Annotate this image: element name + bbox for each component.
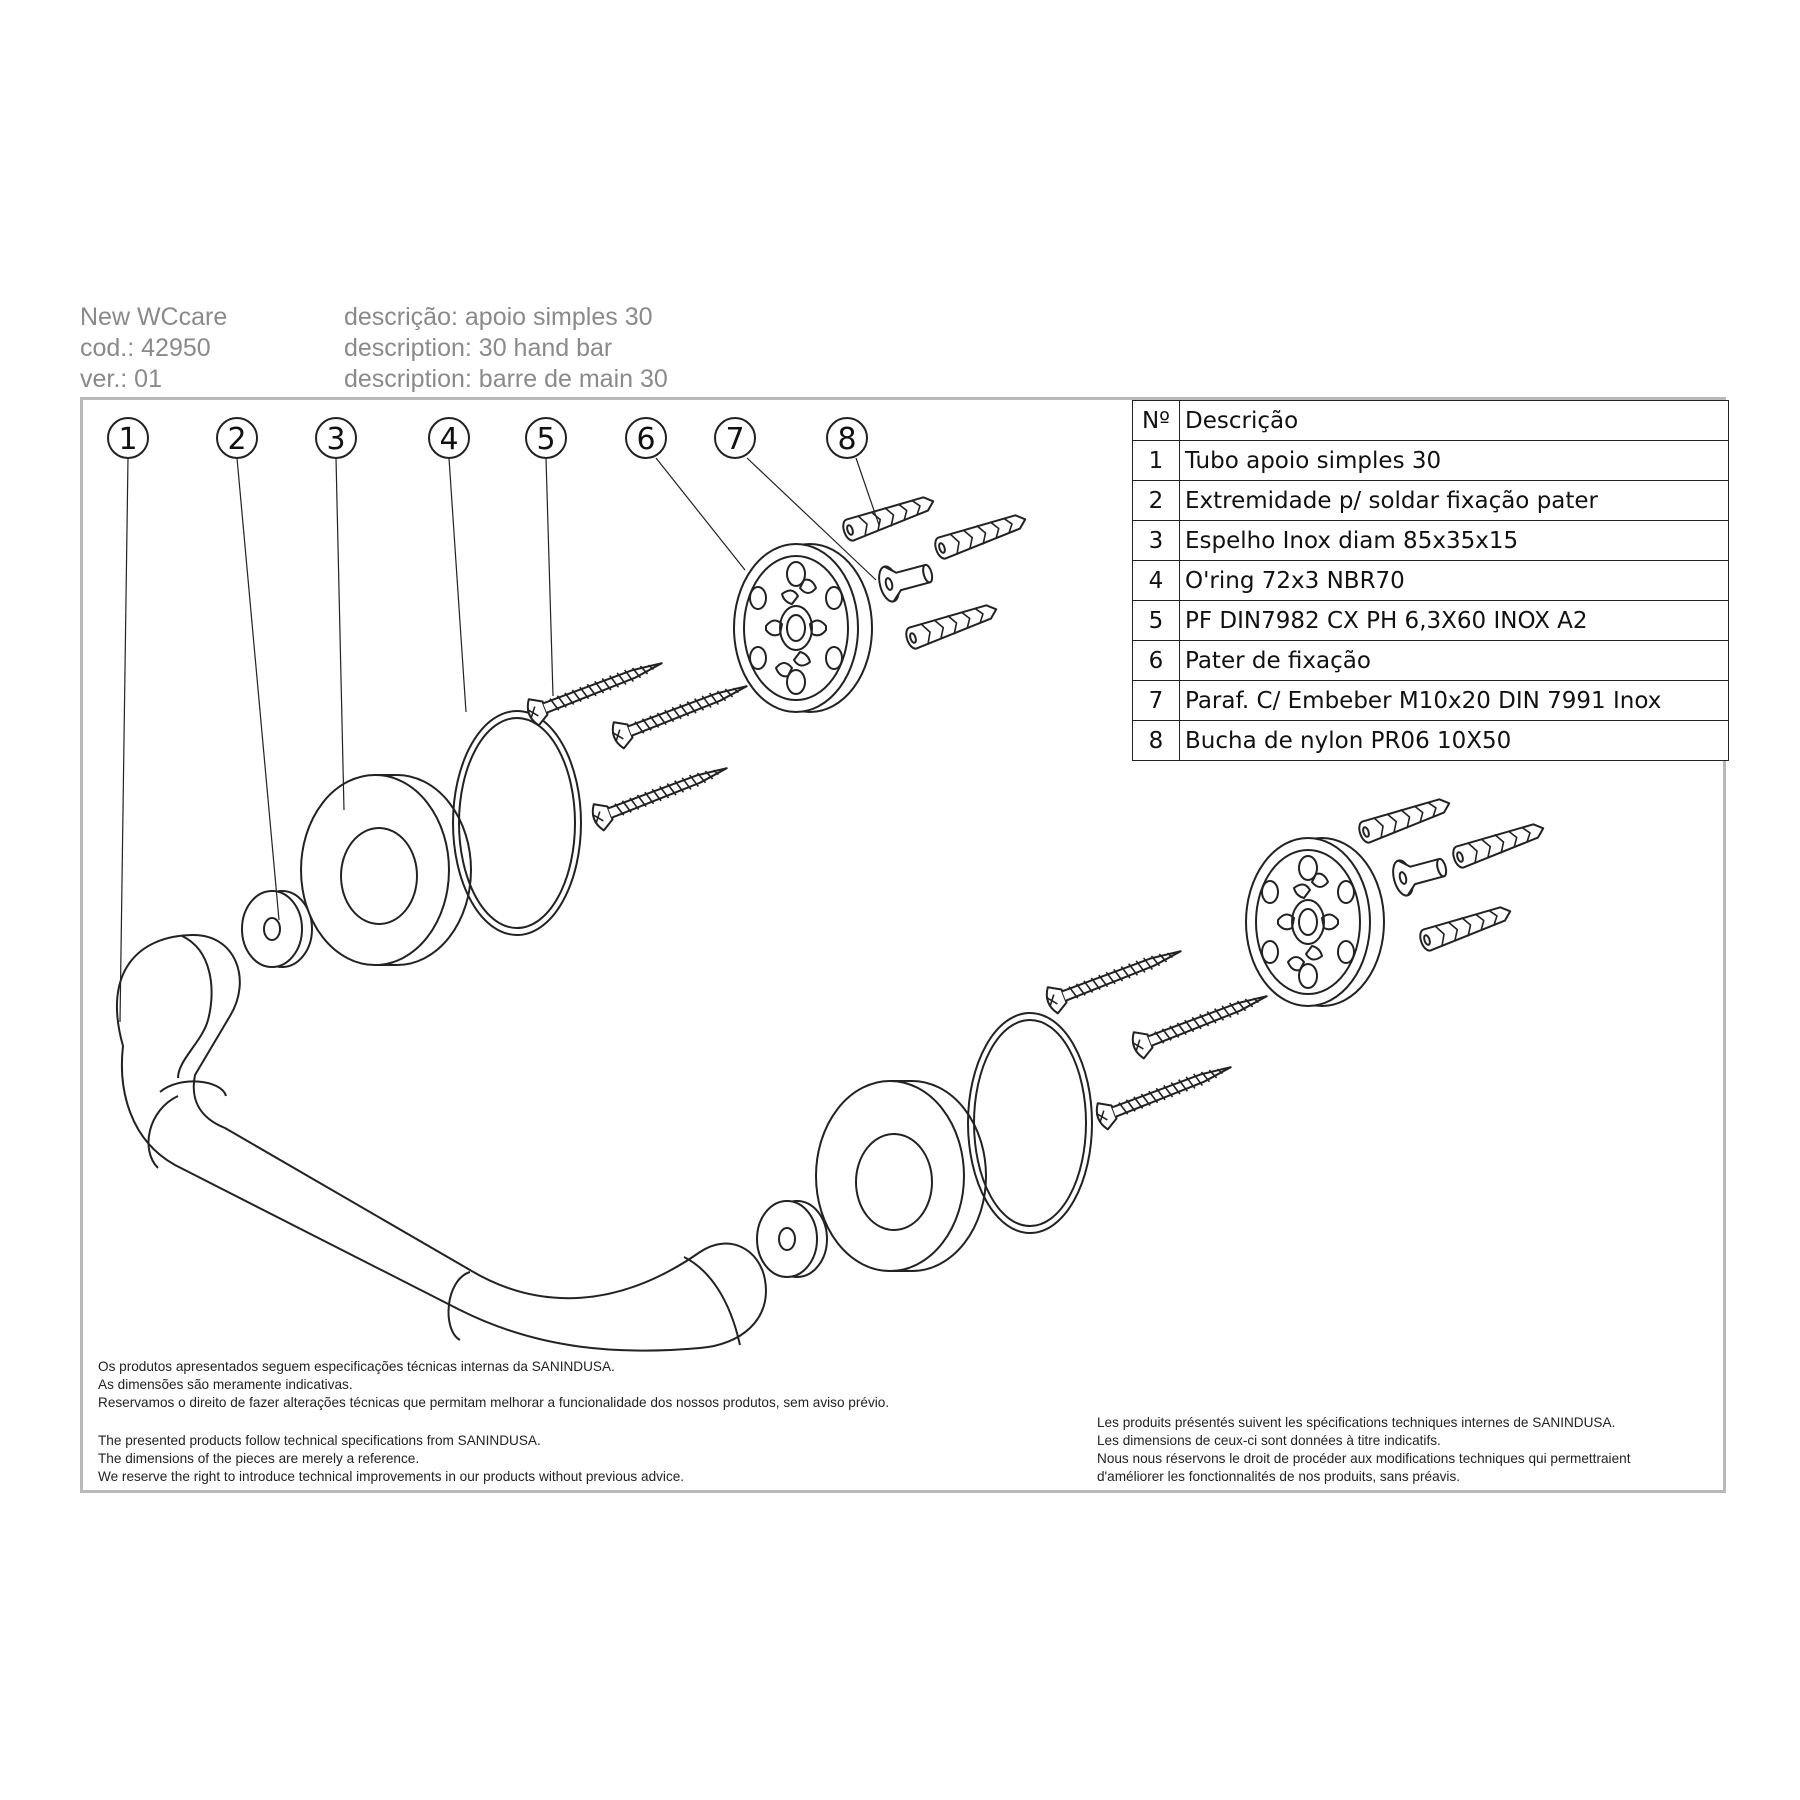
end-cap-lower <box>756 1200 828 1278</box>
callout-8: 8 <box>826 417 868 459</box>
header-right: descrição: apoio simples 30 description:… <box>344 302 668 395</box>
row-no: 2 <box>1132 480 1180 521</box>
description-fr: description: barre de main 30 <box>344 365 668 393</box>
row-desc: Pater de fixação <box>1179 640 1729 681</box>
tube-part-1 <box>115 933 767 1352</box>
svg-text:1: 1 <box>118 422 137 457</box>
disclaimer-line: We reserve the right to introduce techni… <box>98 1469 685 1484</box>
svg-text:6: 6 <box>636 422 655 457</box>
row-desc: Bucha de nylon PR06 10X50 <box>1179 720 1729 761</box>
disclaimer-line: d'améliorer les fonctionnalités de nos p… <box>1097 1469 1461 1484</box>
disclaimer-line: Les dimensions de ceux-ci sont données à… <box>1097 1433 1441 1448</box>
disclaimer-pt: Os produtos apresentados seguem especifi… <box>98 1358 889 1412</box>
callouts: 1 2 3 4 5 6 7 8 <box>107 417 868 459</box>
row-desc: Paraf. C/ Embeber M10x20 DIN 7991 Inox <box>1179 680 1729 721</box>
header-no: Nº <box>1132 400 1180 441</box>
row-no: 7 <box>1132 680 1180 721</box>
svg-text:3: 3 <box>326 422 345 457</box>
screws-part-5 <box>523 649 753 834</box>
row-no: 6 <box>1132 640 1180 681</box>
disclaimer-fr: Les produits présentés suivent les spéci… <box>1097 1414 1630 1486</box>
row-no: 3 <box>1132 520 1180 561</box>
row-desc: Espelho Inox diam 85x35x15 <box>1179 520 1729 561</box>
leader-lines <box>119 457 880 1023</box>
oring-lower <box>967 1012 1093 1234</box>
disclaimer-line: The presented products follow technical … <box>98 1433 541 1448</box>
svg-text:8: 8 <box>837 422 856 457</box>
callout-3: 3 <box>315 417 357 459</box>
disclaimer-line: Nous nous réservons le droit de procéder… <box>1097 1451 1631 1466</box>
product-version: ver.: 01 <box>80 365 162 393</box>
row-no: 1 <box>1132 440 1180 481</box>
header-left: New WCcare cod.: 42950 ver.: 01 <box>80 302 227 395</box>
header-description: Descrição <box>1179 400 1729 441</box>
screws-lower <box>1042 937 1273 1133</box>
callout-2: 2 <box>216 417 258 459</box>
product-name: New WCcare <box>80 303 228 331</box>
row-desc: O'ring 72x3 NBR70 <box>1179 560 1729 601</box>
callout-5: 5 <box>525 417 567 459</box>
callout-4: 4 <box>428 417 470 459</box>
svg-text:2: 2 <box>227 422 246 457</box>
anchors-lower <box>1355 791 1548 954</box>
row-no: 4 <box>1132 560 1180 601</box>
disclaimer-line: Les produits présentés suivent les spéci… <box>1097 1415 1616 1430</box>
row-desc: Extremidade p/ soldar fixação pater <box>1179 480 1729 521</box>
bolt-lower <box>1388 848 1452 899</box>
svg-text:4: 4 <box>439 422 458 457</box>
row-no: 5 <box>1132 600 1180 641</box>
pater-lower <box>1245 837 1385 1007</box>
svg-text:5: 5 <box>536 422 555 457</box>
disclaimer-line: Reservamos o direito de fazer alterações… <box>98 1395 890 1410</box>
row-desc: PF DIN7982 CX PH 6,3X60 INOX A2 <box>1179 600 1729 641</box>
drawing-frame <box>80 397 1726 1493</box>
flange-part-3 <box>300 774 472 966</box>
disclaimer-line: The dimensions of the pieces are merely … <box>98 1451 420 1466</box>
description-en: description: 30 hand bar <box>344 334 613 362</box>
disclaimer-line: Os produtos apresentados seguem especifi… <box>98 1359 615 1374</box>
flange-lower <box>815 1080 987 1272</box>
product-code: cod.: 42950 <box>80 334 211 362</box>
callout-6: 6 <box>625 417 667 459</box>
table-header-row: Nº Descrição <box>1132 400 1729 441</box>
svg-text:7: 7 <box>725 422 744 457</box>
callout-7: 7 <box>714 417 756 459</box>
row-desc: Tubo apoio simples 30 <box>1179 440 1729 481</box>
bolt-part-7 <box>874 554 938 605</box>
oring-part-4 <box>452 710 582 936</box>
disclaimer-en: The presented products follow technical … <box>98 1432 684 1486</box>
disclaimer-line: As dimensões são meramente indicativas. <box>98 1377 353 1392</box>
row-no: 8 <box>1132 720 1180 761</box>
description-pt: descrição: apoio simples 30 <box>344 303 653 331</box>
pater-part-6 <box>733 543 873 713</box>
callout-1: 1 <box>107 417 149 459</box>
